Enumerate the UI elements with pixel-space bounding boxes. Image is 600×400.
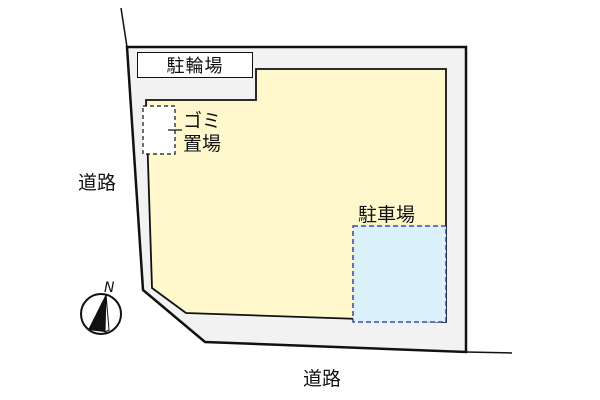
road-edge-bottom <box>465 351 513 354</box>
trash-area-label-line1: ゴミ <box>183 110 222 132</box>
north-arrow-icon: N <box>78 280 126 336</box>
trash-area-label: ゴミ 置場 <box>183 110 221 156</box>
road-edge-left <box>120 7 128 48</box>
road-bottom-label: 道路 <box>303 368 342 390</box>
bicycle-parking-label: 駐輪場 <box>137 52 253 78</box>
trash-area-label-line2: 置場 <box>183 133 222 155</box>
north-label: N <box>104 280 115 296</box>
road-left-label: 道路 <box>78 172 117 194</box>
car-parking-area <box>352 225 447 323</box>
car-parking-label: 駐車場 <box>358 204 416 226</box>
